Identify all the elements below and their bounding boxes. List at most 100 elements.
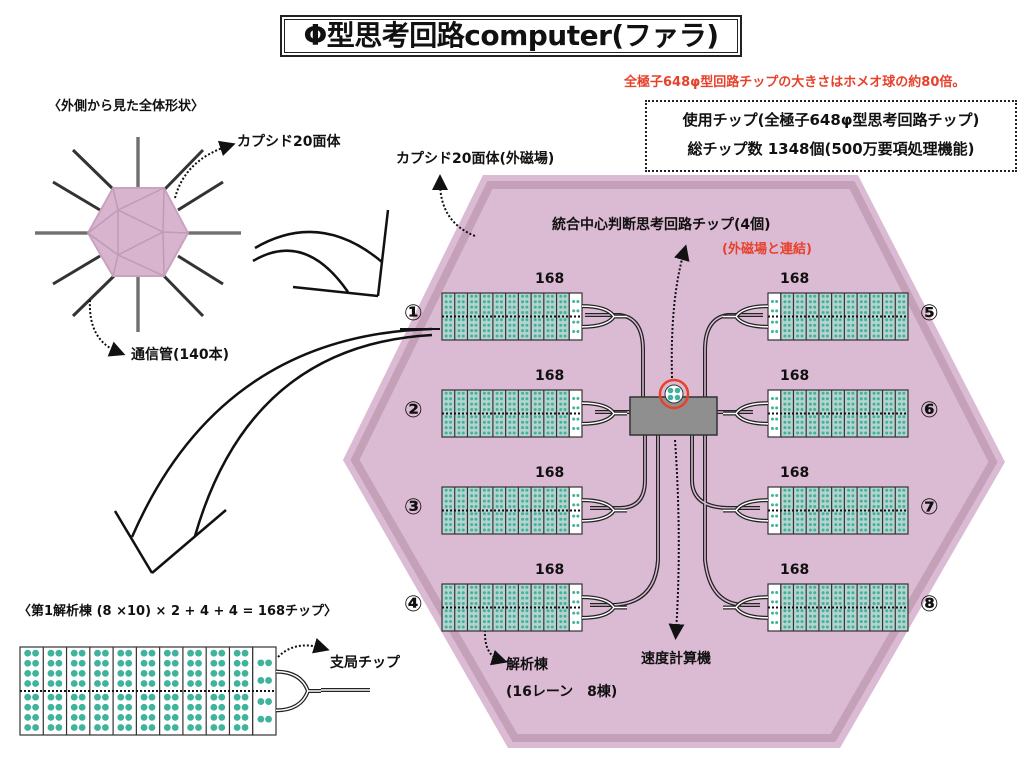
chip-dot [783, 323, 787, 327]
chip-dot [851, 402, 855, 406]
chip-dot [897, 488, 901, 492]
tube-pointer-arrow [88, 299, 126, 357]
chip-dot [24, 714, 32, 721]
branch-chip-dot [775, 299, 779, 303]
chip-dot [885, 323, 889, 327]
chip-dot [512, 391, 516, 395]
chip-dot [813, 402, 817, 406]
chip-dot [525, 591, 529, 595]
chip-dot [449, 602, 453, 606]
building-number: ⑧ [920, 592, 939, 617]
chip-dot [864, 431, 868, 435]
chip-dot [210, 693, 218, 701]
chip-dot [449, 488, 453, 492]
chip-dot [859, 420, 863, 424]
chip-dot [538, 512, 542, 516]
chip-dot [508, 596, 512, 600]
analysis-building-5 [723, 292, 909, 341]
chip-dot [808, 517, 812, 521]
branch-chip-dot [775, 320, 779, 324]
chip-dot [24, 724, 32, 731]
chip-dot [834, 334, 838, 338]
building-chip-count: 168 [780, 465, 810, 481]
branch-chip-dot [572, 611, 576, 615]
chip-dot [449, 420, 453, 424]
chip-dot [847, 402, 851, 406]
chip-dot [495, 614, 499, 618]
chip-dot [32, 680, 39, 687]
chip-dot [851, 494, 855, 498]
building-chip-count: 168 [780, 271, 810, 287]
chip-dot [512, 488, 516, 492]
branch-chip-dot [775, 514, 779, 518]
chip-dot [487, 323, 491, 327]
chip-dot [821, 420, 825, 424]
chip-dot [847, 602, 851, 606]
chip-dot [885, 625, 889, 629]
chip-dot [512, 318, 516, 322]
chip-dot [787, 402, 791, 406]
chip-dot [800, 329, 804, 333]
chip-dot [834, 294, 838, 298]
chip-dot [521, 609, 525, 613]
chip-dot [525, 517, 529, 521]
chip-dot [538, 431, 542, 435]
chip-dot [187, 649, 194, 657]
chip-dot [889, 625, 893, 629]
chip-dot [813, 408, 817, 412]
chip-dot [461, 596, 465, 600]
chip-dot [499, 391, 503, 395]
chip-dot [470, 528, 474, 532]
chip-dot [499, 329, 503, 333]
chip-dot [521, 426, 525, 430]
chip-dot [559, 523, 563, 527]
branch-chip-dot [257, 698, 265, 705]
chip-dot [508, 323, 512, 327]
chip-dot [897, 294, 901, 298]
chip-dot [834, 602, 838, 606]
chip-dot [461, 499, 465, 503]
chip-dot [512, 614, 516, 618]
chip-dot [444, 512, 448, 516]
chip-dot [550, 494, 554, 498]
chip-dot [495, 596, 499, 600]
chip-dot [444, 426, 448, 430]
chip-dot [470, 391, 474, 395]
chip-dot [813, 614, 817, 618]
branch-chip-dot [576, 320, 580, 324]
chip-dot [538, 591, 542, 595]
chip-dot [482, 512, 486, 516]
chip-dot [787, 397, 791, 401]
chip-dot [512, 620, 516, 624]
chip-dot [521, 334, 525, 338]
chip-dot [470, 494, 474, 498]
chip-dot [521, 591, 525, 595]
chip-dot [538, 426, 542, 430]
chip-dot [897, 397, 901, 401]
chip-dot [889, 517, 893, 521]
chip-dot [800, 415, 804, 419]
chip-dot [457, 609, 461, 613]
chip-dot [821, 585, 825, 589]
chip-dot [508, 426, 512, 430]
chip-dot [533, 488, 537, 492]
chip-dot [449, 311, 453, 315]
chip-dot [559, 329, 563, 333]
chip-dot [838, 391, 842, 395]
chip-dot [508, 415, 512, 419]
chip-dot [889, 329, 893, 333]
chip-dot [125, 724, 133, 731]
chip-dot [495, 585, 499, 589]
chip-dot [885, 512, 889, 516]
chip-dot [859, 426, 863, 430]
chip-dot [482, 488, 486, 492]
chip-dot [241, 724, 249, 731]
chip-dot [902, 614, 906, 618]
chip-dot [859, 517, 863, 521]
chip-dot [563, 391, 567, 395]
chip-dot [125, 670, 133, 677]
chip-dot [474, 614, 478, 618]
chip-dot [499, 426, 503, 430]
chip-dot [808, 311, 812, 315]
building-number: ⑦ [920, 495, 939, 520]
